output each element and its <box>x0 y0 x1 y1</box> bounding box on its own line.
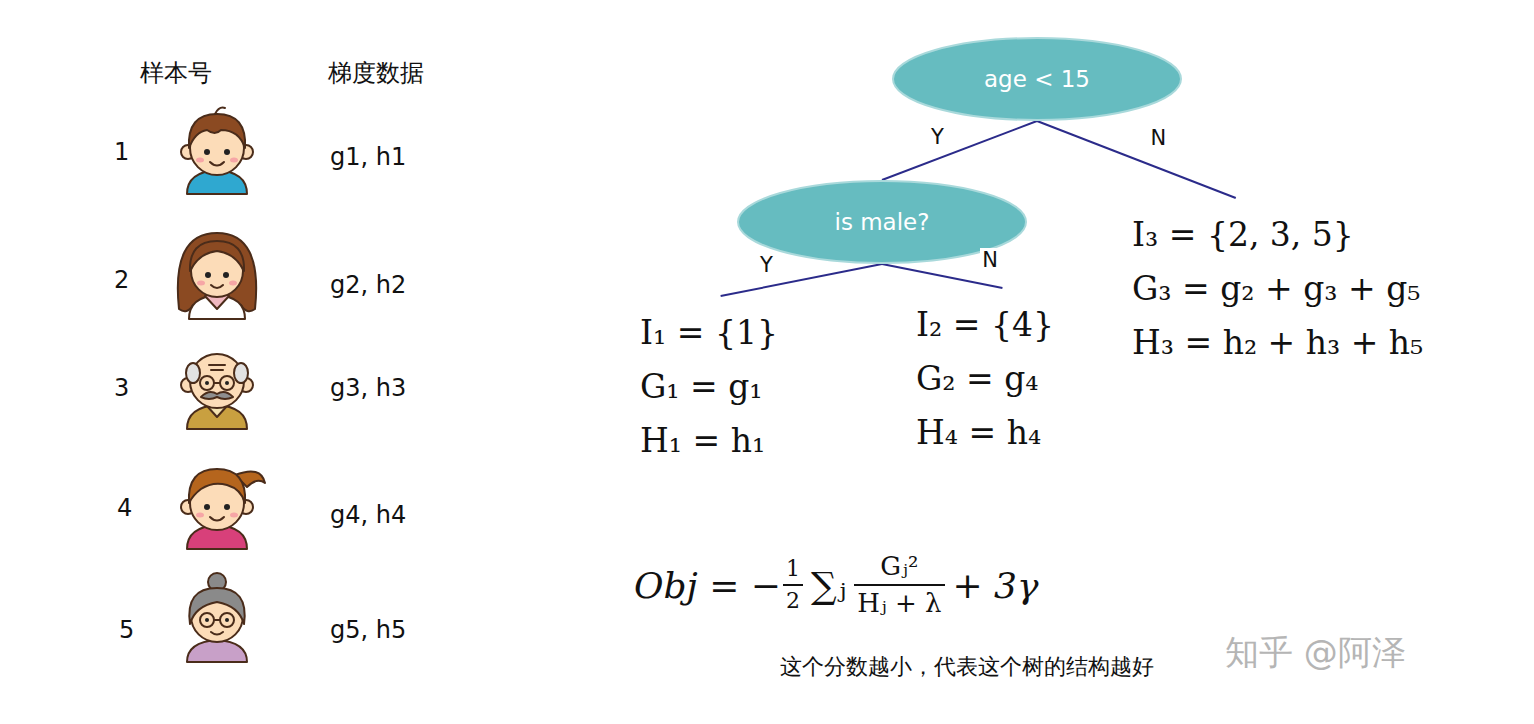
fraction-bar <box>854 584 944 586</box>
leaf-set: I₁ = {1}G₁ = g₁H₁ = h₁ <box>636 296 782 472</box>
fraction-denominator: Hⱼ + λ <box>857 588 941 619</box>
fraction-bar <box>783 584 803 586</box>
gradient-data: g2, h2 <box>330 271 406 300</box>
set-formula: I₁ = {1} <box>640 306 778 360</box>
set-formula: H₁ = h₁ <box>640 414 778 468</box>
avatar-old-man <box>181 354 253 429</box>
column-header: 样本号 <box>140 59 212 88</box>
node-label: age < 15 <box>984 66 1090 92</box>
set-formula: G₃ = g₂ + g₃ + g₅ <box>1132 262 1423 316</box>
branch-label: Y <box>929 125 946 149</box>
set-formula: I₃ = {2, 3, 5} <box>1132 208 1423 262</box>
gradient-data: g4, h4 <box>330 501 406 530</box>
ellipse-shape <box>893 38 1181 120</box>
gradient-data: g1, h1 <box>330 143 406 172</box>
caption: 这个分数越小，代表这个树的结构越好 <box>780 654 1154 680</box>
tree-branch <box>721 264 882 296</box>
branch-label: N <box>980 248 1000 272</box>
fraction-numerator: 1 <box>786 556 800 582</box>
sample-number: 5 <box>119 616 134 645</box>
sample-number: 4 <box>117 494 132 523</box>
set-formula: H₄ = h₄ <box>916 406 1054 460</box>
tree-branch <box>882 121 1037 180</box>
formula-term: Obj = − <box>634 564 781 607</box>
gradient-data: g3, h3 <box>330 374 406 403</box>
column-header: 梯度数据 <box>328 59 424 88</box>
branch-label: N <box>1149 126 1169 150</box>
leaf-set: I₃ = {2, 3, 5}G₃ = g₂ + g₃ + g₅H₃ = h₂ +… <box>1128 198 1427 374</box>
sample-number: 1 <box>114 138 129 167</box>
set-formula: G₁ = g₁ <box>640 360 778 414</box>
avatar-woman <box>178 233 256 319</box>
leaf-set: I₂ = {4}G₂ = g₄H₄ = h₄ <box>912 288 1058 464</box>
fraction-numerator: Gⱼ² <box>880 551 918 582</box>
fraction-denominator: 2 <box>786 588 800 614</box>
watermark: 知乎 @阿泽 <box>1225 632 1406 673</box>
set-formula: I₂ = {4} <box>916 298 1054 352</box>
node-label: is male? <box>835 209 930 235</box>
sample-number: 3 <box>114 374 129 403</box>
set-formula: H₃ = h₂ + h₃ + h₅ <box>1132 316 1423 370</box>
tree-branch <box>1037 121 1236 198</box>
branch-label: Y <box>758 253 775 277</box>
avatar-old-woman <box>187 573 247 662</box>
decision-ellipse: age < 15 <box>892 37 1182 121</box>
sample-number: 2 <box>114 266 129 295</box>
gradient-data: g5, h5 <box>330 616 406 645</box>
set-formula: G₂ = g₄ <box>916 352 1054 406</box>
formula-sum: ∑ⱼ <box>811 564 846 607</box>
avatar-girl <box>181 108 253 194</box>
formula-term: + 3γ <box>953 564 1039 607</box>
avatar-ponytail-girl <box>181 469 265 549</box>
